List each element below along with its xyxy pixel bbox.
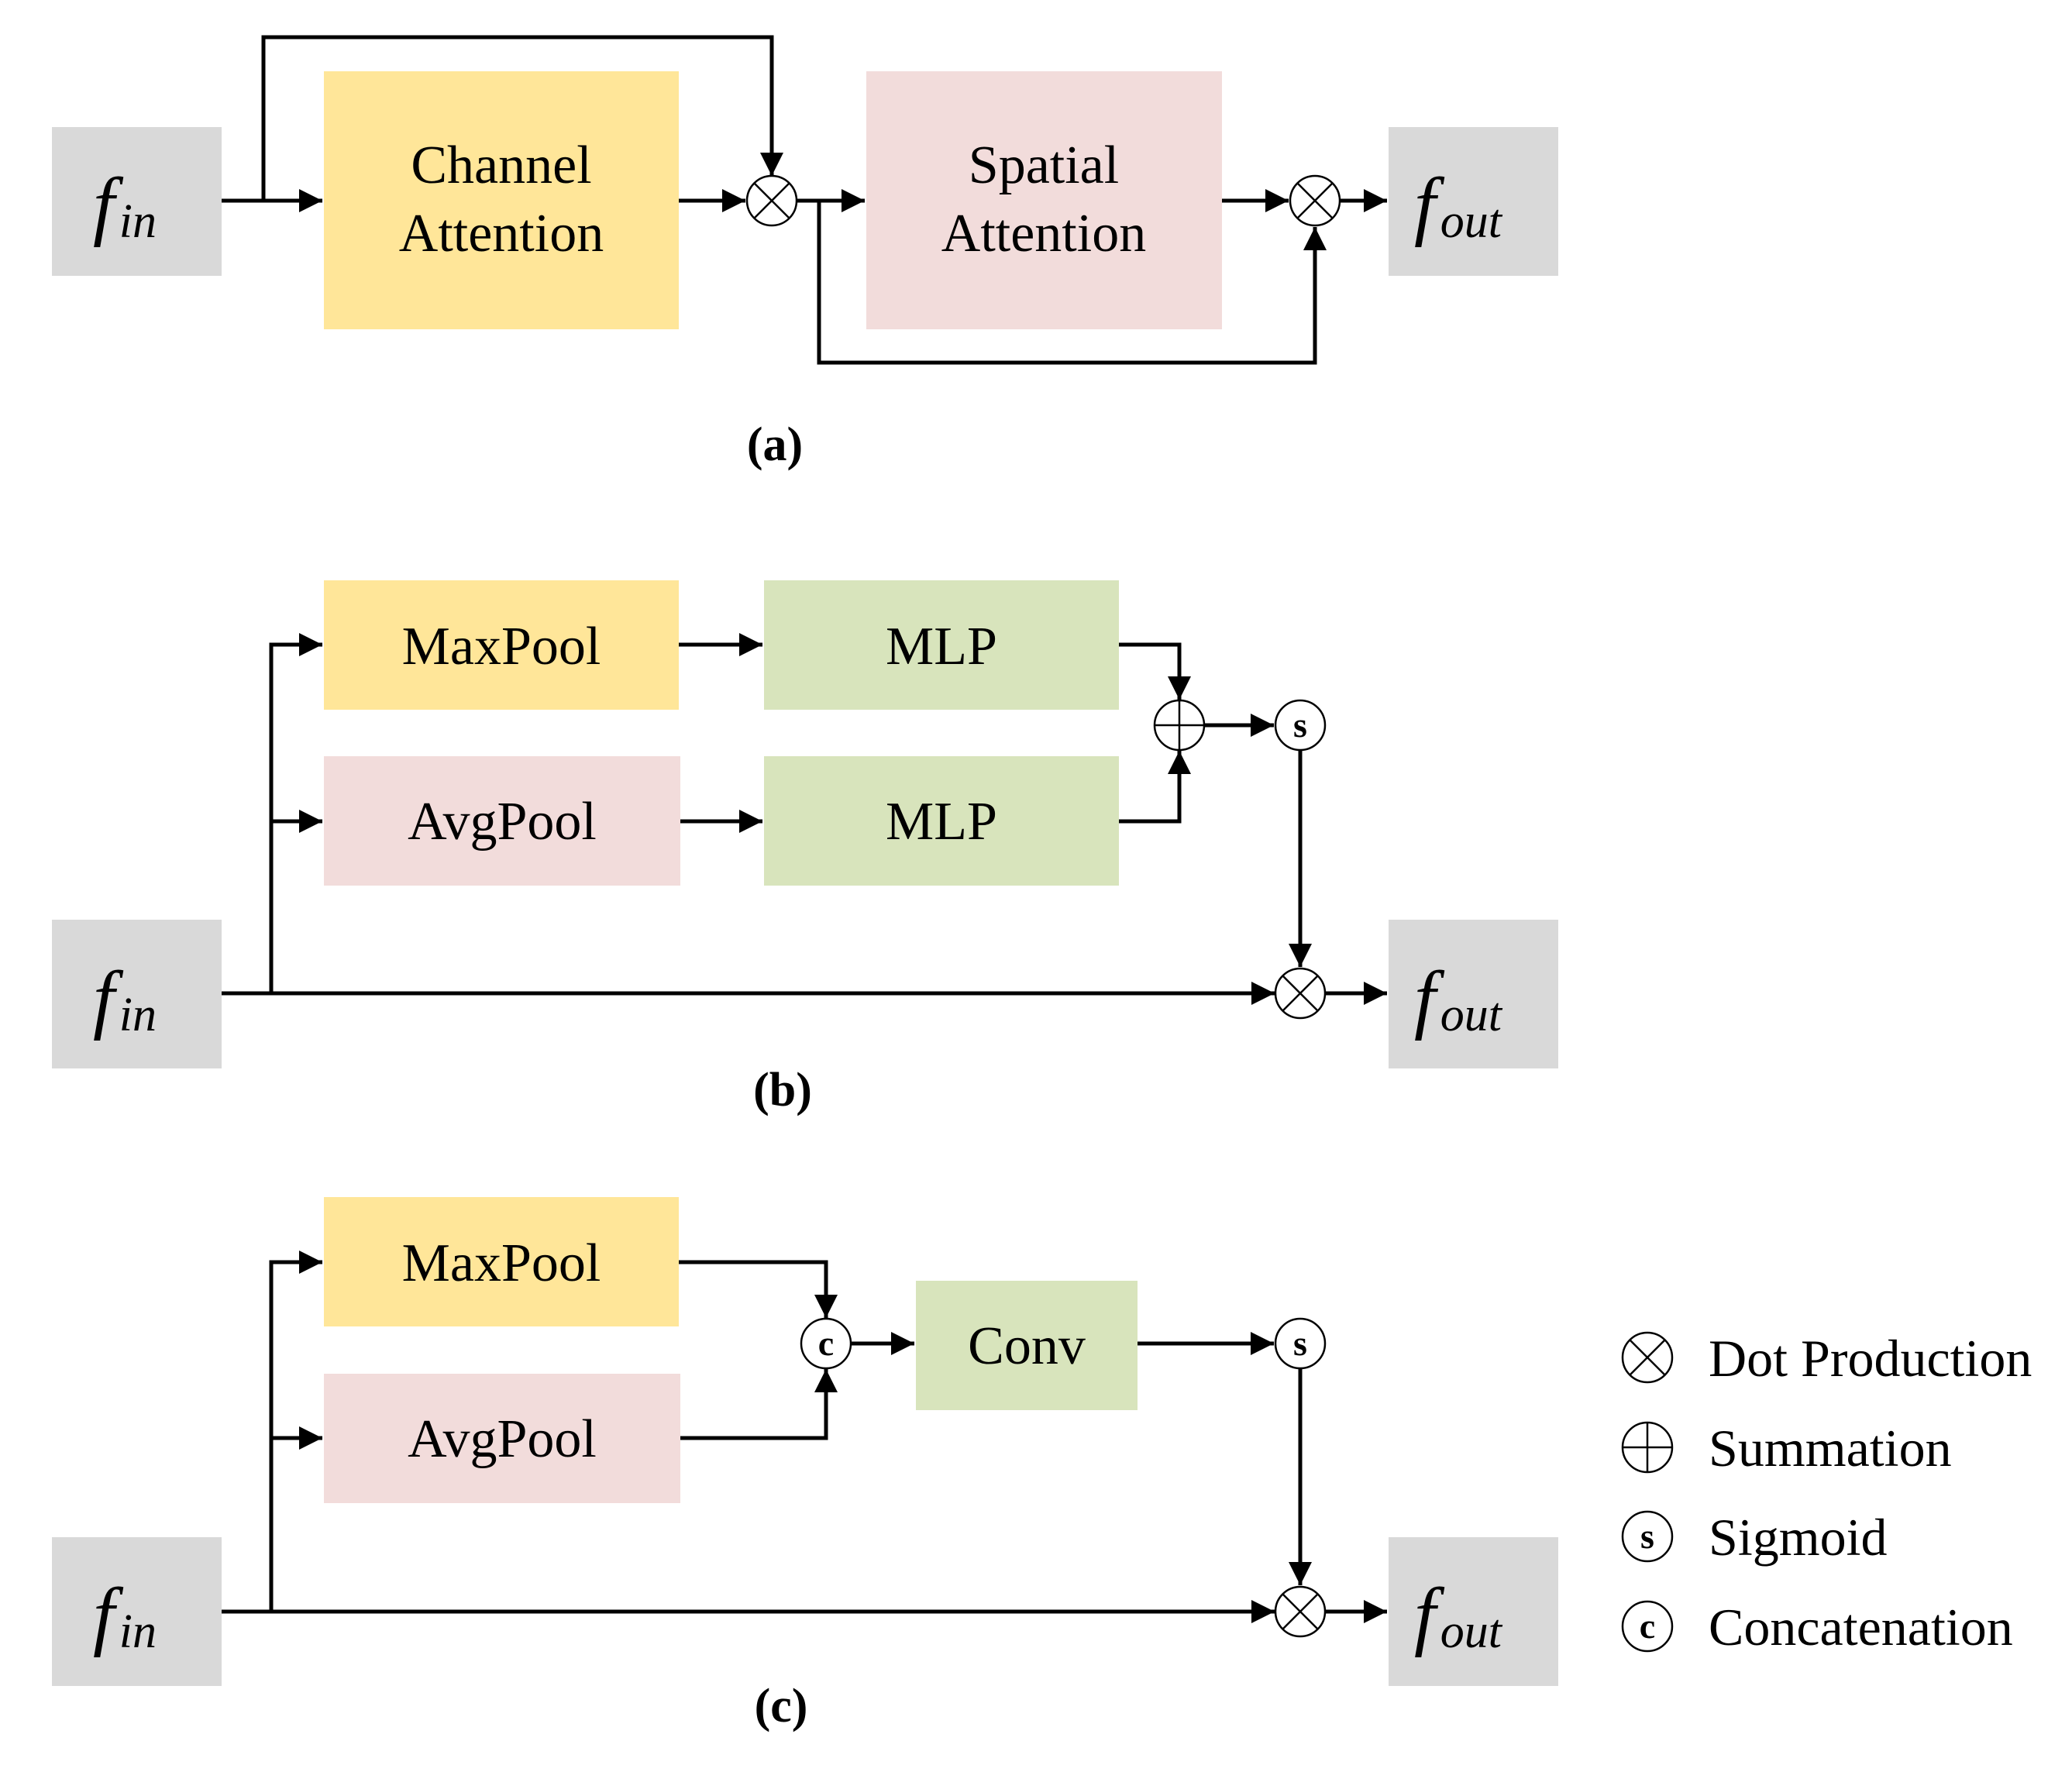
svg-text:s: s xyxy=(1640,1516,1654,1556)
summation-icon xyxy=(1153,699,1206,752)
avgpool-label: AvgPool xyxy=(408,792,597,852)
avgpool-box xyxy=(324,756,680,886)
concatenation-icon: c xyxy=(800,1317,852,1370)
concatenation-icon: c xyxy=(1621,1600,1674,1653)
channel-attention-box xyxy=(324,71,679,329)
arrow-to-maxpool xyxy=(269,633,322,993)
channel-attention-line2: Attention xyxy=(399,204,604,263)
caption-a: (a) xyxy=(747,418,803,471)
mlp-bottom-box xyxy=(764,756,1119,886)
sigmoid-icon: s xyxy=(1621,1510,1674,1563)
channel-attention-line1: Channel xyxy=(411,136,591,195)
legend-item-concatenation: c Concatenation xyxy=(1621,1598,2013,1657)
spatial-attention-line1: Spatial xyxy=(969,136,1119,195)
maxpool-label: MaxPool xyxy=(402,1233,601,1293)
summation-icon xyxy=(1621,1421,1674,1474)
dot-product-icon xyxy=(1289,174,1341,227)
output-box xyxy=(1389,1537,1558,1686)
maxpool-box xyxy=(324,1197,679,1326)
input-box xyxy=(52,127,222,276)
arrow-skip-to-mult2 xyxy=(817,201,1327,365)
legend-item-sigmoid: s Sigmoid xyxy=(1621,1508,1888,1567)
arrow-to-maxpool xyxy=(269,1251,322,1612)
legend-item-summation: Summation xyxy=(1621,1419,1952,1478)
mlp-top-box xyxy=(764,580,1119,710)
mlp-bottom-label: MLP xyxy=(886,792,997,852)
legend-label: Summation xyxy=(1709,1419,1952,1478)
svg-text:c: c xyxy=(818,1323,834,1363)
maxpool-box xyxy=(324,580,679,710)
panel-a: fin Channel Attention Spatial Attention … xyxy=(52,35,1558,471)
dot-product-icon xyxy=(745,174,798,227)
legend-label: Concatenation xyxy=(1709,1598,2013,1657)
arrow-skip-to-mult xyxy=(261,35,783,201)
legend: Dot Production Summation s Sigmoid c Con… xyxy=(1621,1329,2032,1657)
dot-product-icon xyxy=(1274,1585,1327,1638)
mlp-top-label: MLP xyxy=(886,617,997,676)
output-label: fout xyxy=(1414,162,1503,248)
conv-box xyxy=(916,1281,1138,1410)
arrow-mlp-top-to-sum xyxy=(1119,642,1191,700)
sigmoid-icon: s xyxy=(1274,699,1327,752)
caption-c: (c) xyxy=(755,1680,808,1732)
spatial-attention-box xyxy=(866,71,1222,329)
caption-b: (b) xyxy=(753,1064,812,1116)
input-box xyxy=(52,1537,222,1686)
arrow-mlp-bottom-to-sum xyxy=(1119,751,1191,824)
panel-c: MaxPool AvgPool Conv fin fout c s xyxy=(52,1197,1558,1732)
output-box xyxy=(1389,127,1558,276)
arrow-avgpool-to-concat xyxy=(680,1369,838,1440)
output-box xyxy=(1389,920,1558,1068)
legend-label: Sigmoid xyxy=(1709,1508,1888,1567)
panel-b: MaxPool AvgPool MLP MLP fin fout xyxy=(52,580,1558,1116)
dot-product-icon xyxy=(1274,967,1327,1020)
legend-label: Dot Production xyxy=(1709,1329,2032,1388)
maxpool-label: MaxPool xyxy=(402,617,601,676)
sigmoid-icon: s xyxy=(1274,1317,1327,1370)
svg-text:c: c xyxy=(1640,1606,1655,1646)
conv-label: Conv xyxy=(968,1316,1086,1376)
dot-product-icon xyxy=(1621,1331,1674,1384)
input-box xyxy=(52,920,222,1068)
svg-text:s: s xyxy=(1293,1323,1307,1363)
spatial-attention-line2: Attention xyxy=(941,204,1146,263)
arrow-maxpool-to-concat xyxy=(679,1260,838,1318)
avgpool-label: AvgPool xyxy=(408,1409,597,1469)
legend-item-dot-product: Dot Production xyxy=(1621,1329,2032,1388)
svg-text:s: s xyxy=(1293,705,1307,745)
avgpool-box xyxy=(324,1374,680,1503)
